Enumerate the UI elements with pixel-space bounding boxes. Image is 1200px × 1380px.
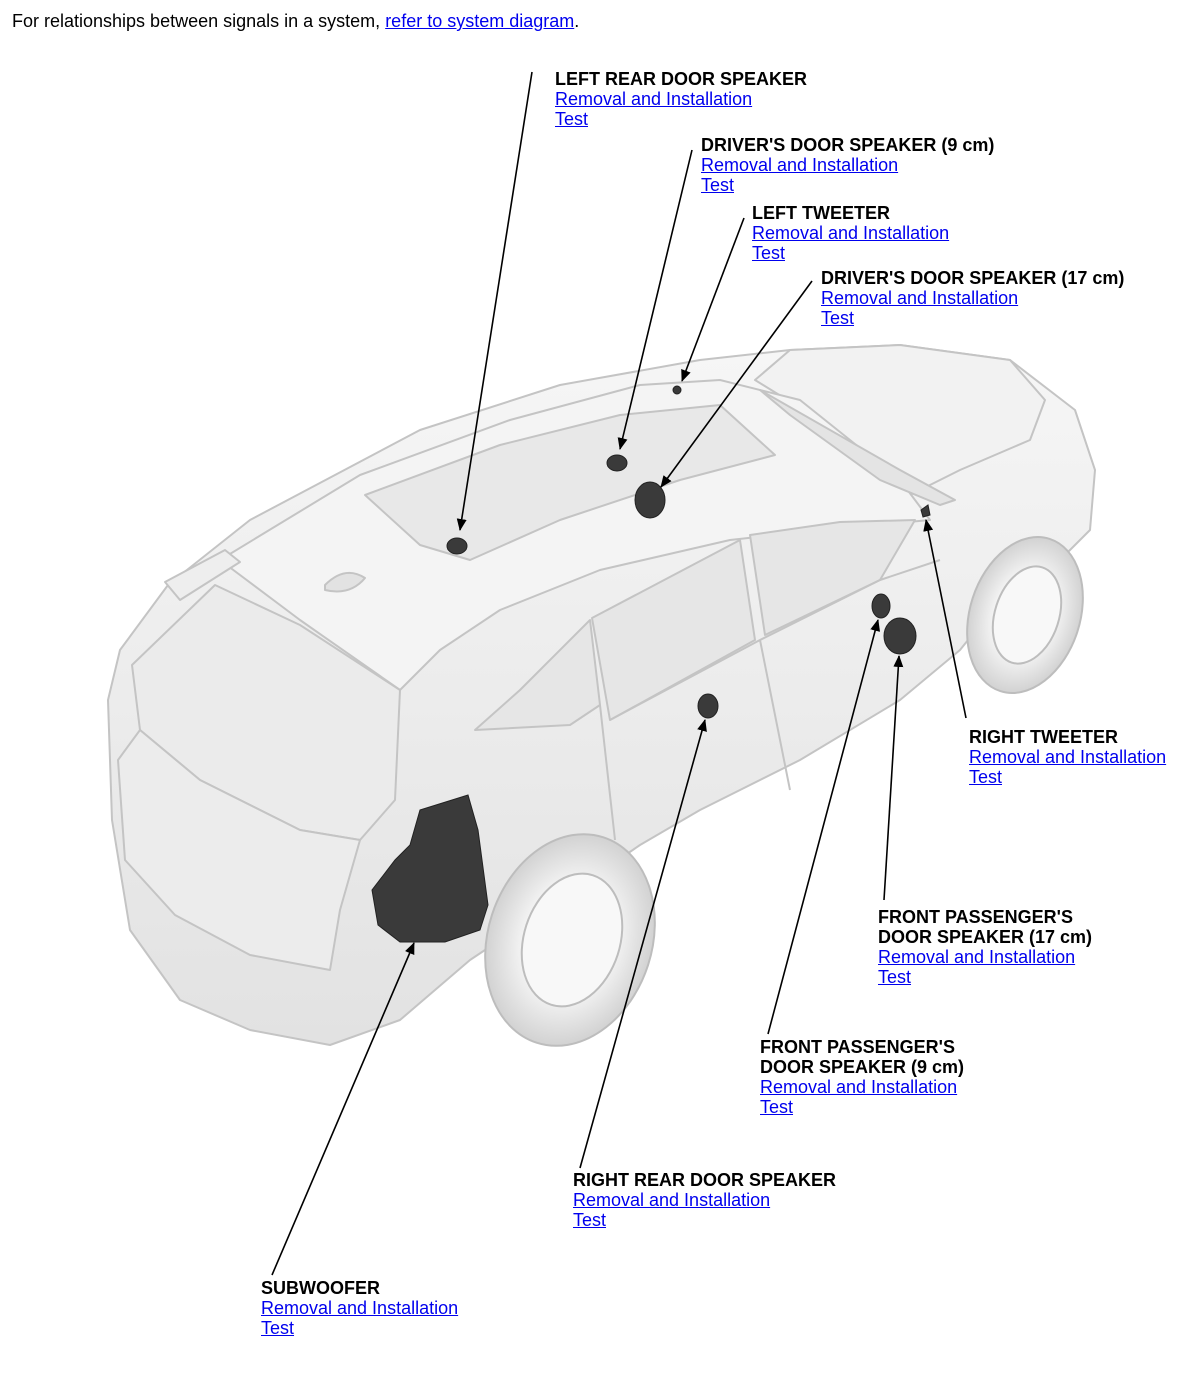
intro-line: For relationships between signals in a s…	[12, 10, 579, 32]
front-wheel-rim	[991, 565, 1063, 665]
callout-title: FRONT PASSENGER'S DOOR SPEAKER (17 cm)	[878, 907, 1093, 947]
car-front-door-window	[749, 519, 916, 636]
intro-text: For relationships between signals in a s…	[12, 11, 386, 31]
drivers-door-speaker-9-shape	[606, 454, 628, 472]
test-link[interactable]: Test	[752, 243, 786, 263]
leader-right-tweeter	[923, 519, 967, 719]
removal-installation-link[interactable]: Removal and Installation	[701, 155, 899, 175]
callout-left-rear-door-speaker: LEFT REAR DOOR SPEAKER Removal and Insta…	[555, 69, 807, 129]
removal-installation-link[interactable]: Removal and Installation	[760, 1077, 958, 1097]
callout-title: DRIVER'S DOOR SPEAKER (9 cm)	[701, 135, 995, 155]
car-sunroof	[364, 404, 776, 561]
front-passenger-door-speaker-17-shape	[883, 617, 917, 655]
rear-wheel-rim	[520, 872, 624, 1008]
callout-title: DRIVER'S DOOR SPEAKER (17 cm)	[821, 268, 1125, 288]
car-door-lines	[599, 559, 941, 841]
removal-installation-link[interactable]: Removal and Installation	[878, 947, 1076, 967]
callout-subwoofer: SUBWOOFER Removal and Installation Test	[261, 1278, 458, 1338]
callout-title: LEFT TWEETER	[752, 203, 890, 223]
callout-title: RIGHT REAR DOOR SPEAKER	[573, 1170, 837, 1190]
speaker-components	[371, 385, 931, 943]
test-link[interactable]: Test	[261, 1318, 295, 1338]
right-tweeter-shape	[920, 504, 931, 518]
car-rear-bumper	[117, 729, 361, 971]
left-tweeter-shape	[672, 385, 682, 395]
callout-left-tweeter: LEFT TWEETER Removal and Installation Te…	[752, 203, 949, 263]
callout-drivers-door-speaker-9: DRIVER'S DOOR SPEAKER (9 cm) Removal and…	[701, 135, 994, 195]
drivers-door-speaker-17-shape	[634, 481, 666, 519]
car-spoiler	[164, 549, 241, 601]
intro-suffix: .	[574, 11, 580, 31]
callout-front-passenger-door-speaker-9: FRONT PASSENGER'S DOOR SPEAKER (9 cm) Re…	[760, 1037, 964, 1117]
leader-drivers-door-speaker-17	[660, 280, 813, 488]
callout-front-passenger-door-speaker-17: FRONT PASSENGER'S DOOR SPEAKER (17 cm) R…	[878, 907, 1092, 987]
callout-drivers-door-speaker-17: DRIVER'S DOOR SPEAKER (17 cm) Removal an…	[821, 268, 1124, 328]
right-rear-door-speaker-shape	[697, 693, 719, 719]
test-link[interactable]: Test	[821, 308, 855, 328]
test-link[interactable]: Test	[878, 967, 912, 987]
test-link[interactable]: Test	[573, 1210, 607, 1230]
subwoofer-shape	[371, 794, 489, 943]
leader-front-passenger-door-speaker-9	[767, 619, 881, 1035]
leader-left-tweeter	[681, 217, 745, 382]
car-rear-side-window	[474, 619, 601, 731]
callout-right-tweeter: RIGHT TWEETER Removal and Installation T…	[969, 727, 1166, 787]
leader-lines	[271, 71, 967, 1276]
test-link[interactable]: Test	[555, 109, 589, 129]
removal-installation-link[interactable]: Removal and Installation	[752, 223, 950, 243]
leader-subwoofer	[271, 942, 415, 1276]
callout-title: LEFT REAR DOOR SPEAKER	[555, 69, 808, 89]
removal-installation-link[interactable]: Removal and Installation	[573, 1190, 771, 1210]
removal-installation-link[interactable]: Removal and Installation	[821, 288, 1019, 308]
vehicle-wheels	[484, 536, 1084, 1047]
callout-right-rear-door-speaker: RIGHT REAR DOOR SPEAKER Removal and Inst…	[573, 1170, 836, 1230]
car-rear-door-window	[591, 539, 756, 721]
removal-installation-link[interactable]: Removal and Installation	[555, 89, 753, 109]
leader-front-passenger-door-speaker-17	[883, 655, 904, 901]
system-diagram-link[interactable]: refer to system diagram	[385, 11, 575, 31]
car-antenna	[324, 571, 366, 593]
car-windshield	[759, 389, 956, 506]
vehicle-illustration	[107, 344, 1096, 1046]
callout-title: SUBWOOFER	[261, 1278, 380, 1298]
removal-installation-link[interactable]: Removal and Installation	[261, 1298, 459, 1318]
leader-left-rear-door-speaker	[456, 71, 533, 531]
callout-title: FRONT PASSENGER'S DOOR SPEAKER (9 cm)	[760, 1037, 965, 1077]
front-passenger-door-speaker-9-shape	[871, 593, 891, 619]
callout-title: RIGHT TWEETER	[969, 727, 1118, 747]
left-rear-door-speaker-shape	[446, 537, 468, 555]
leader-drivers-door-speaker-9	[617, 149, 693, 450]
test-link[interactable]: Test	[969, 767, 1003, 787]
test-link[interactable]: Test	[701, 175, 735, 195]
removal-installation-link[interactable]: Removal and Installation	[969, 747, 1167, 767]
leader-right-rear-door-speaker	[579, 719, 707, 1169]
test-link[interactable]: Test	[760, 1097, 794, 1117]
